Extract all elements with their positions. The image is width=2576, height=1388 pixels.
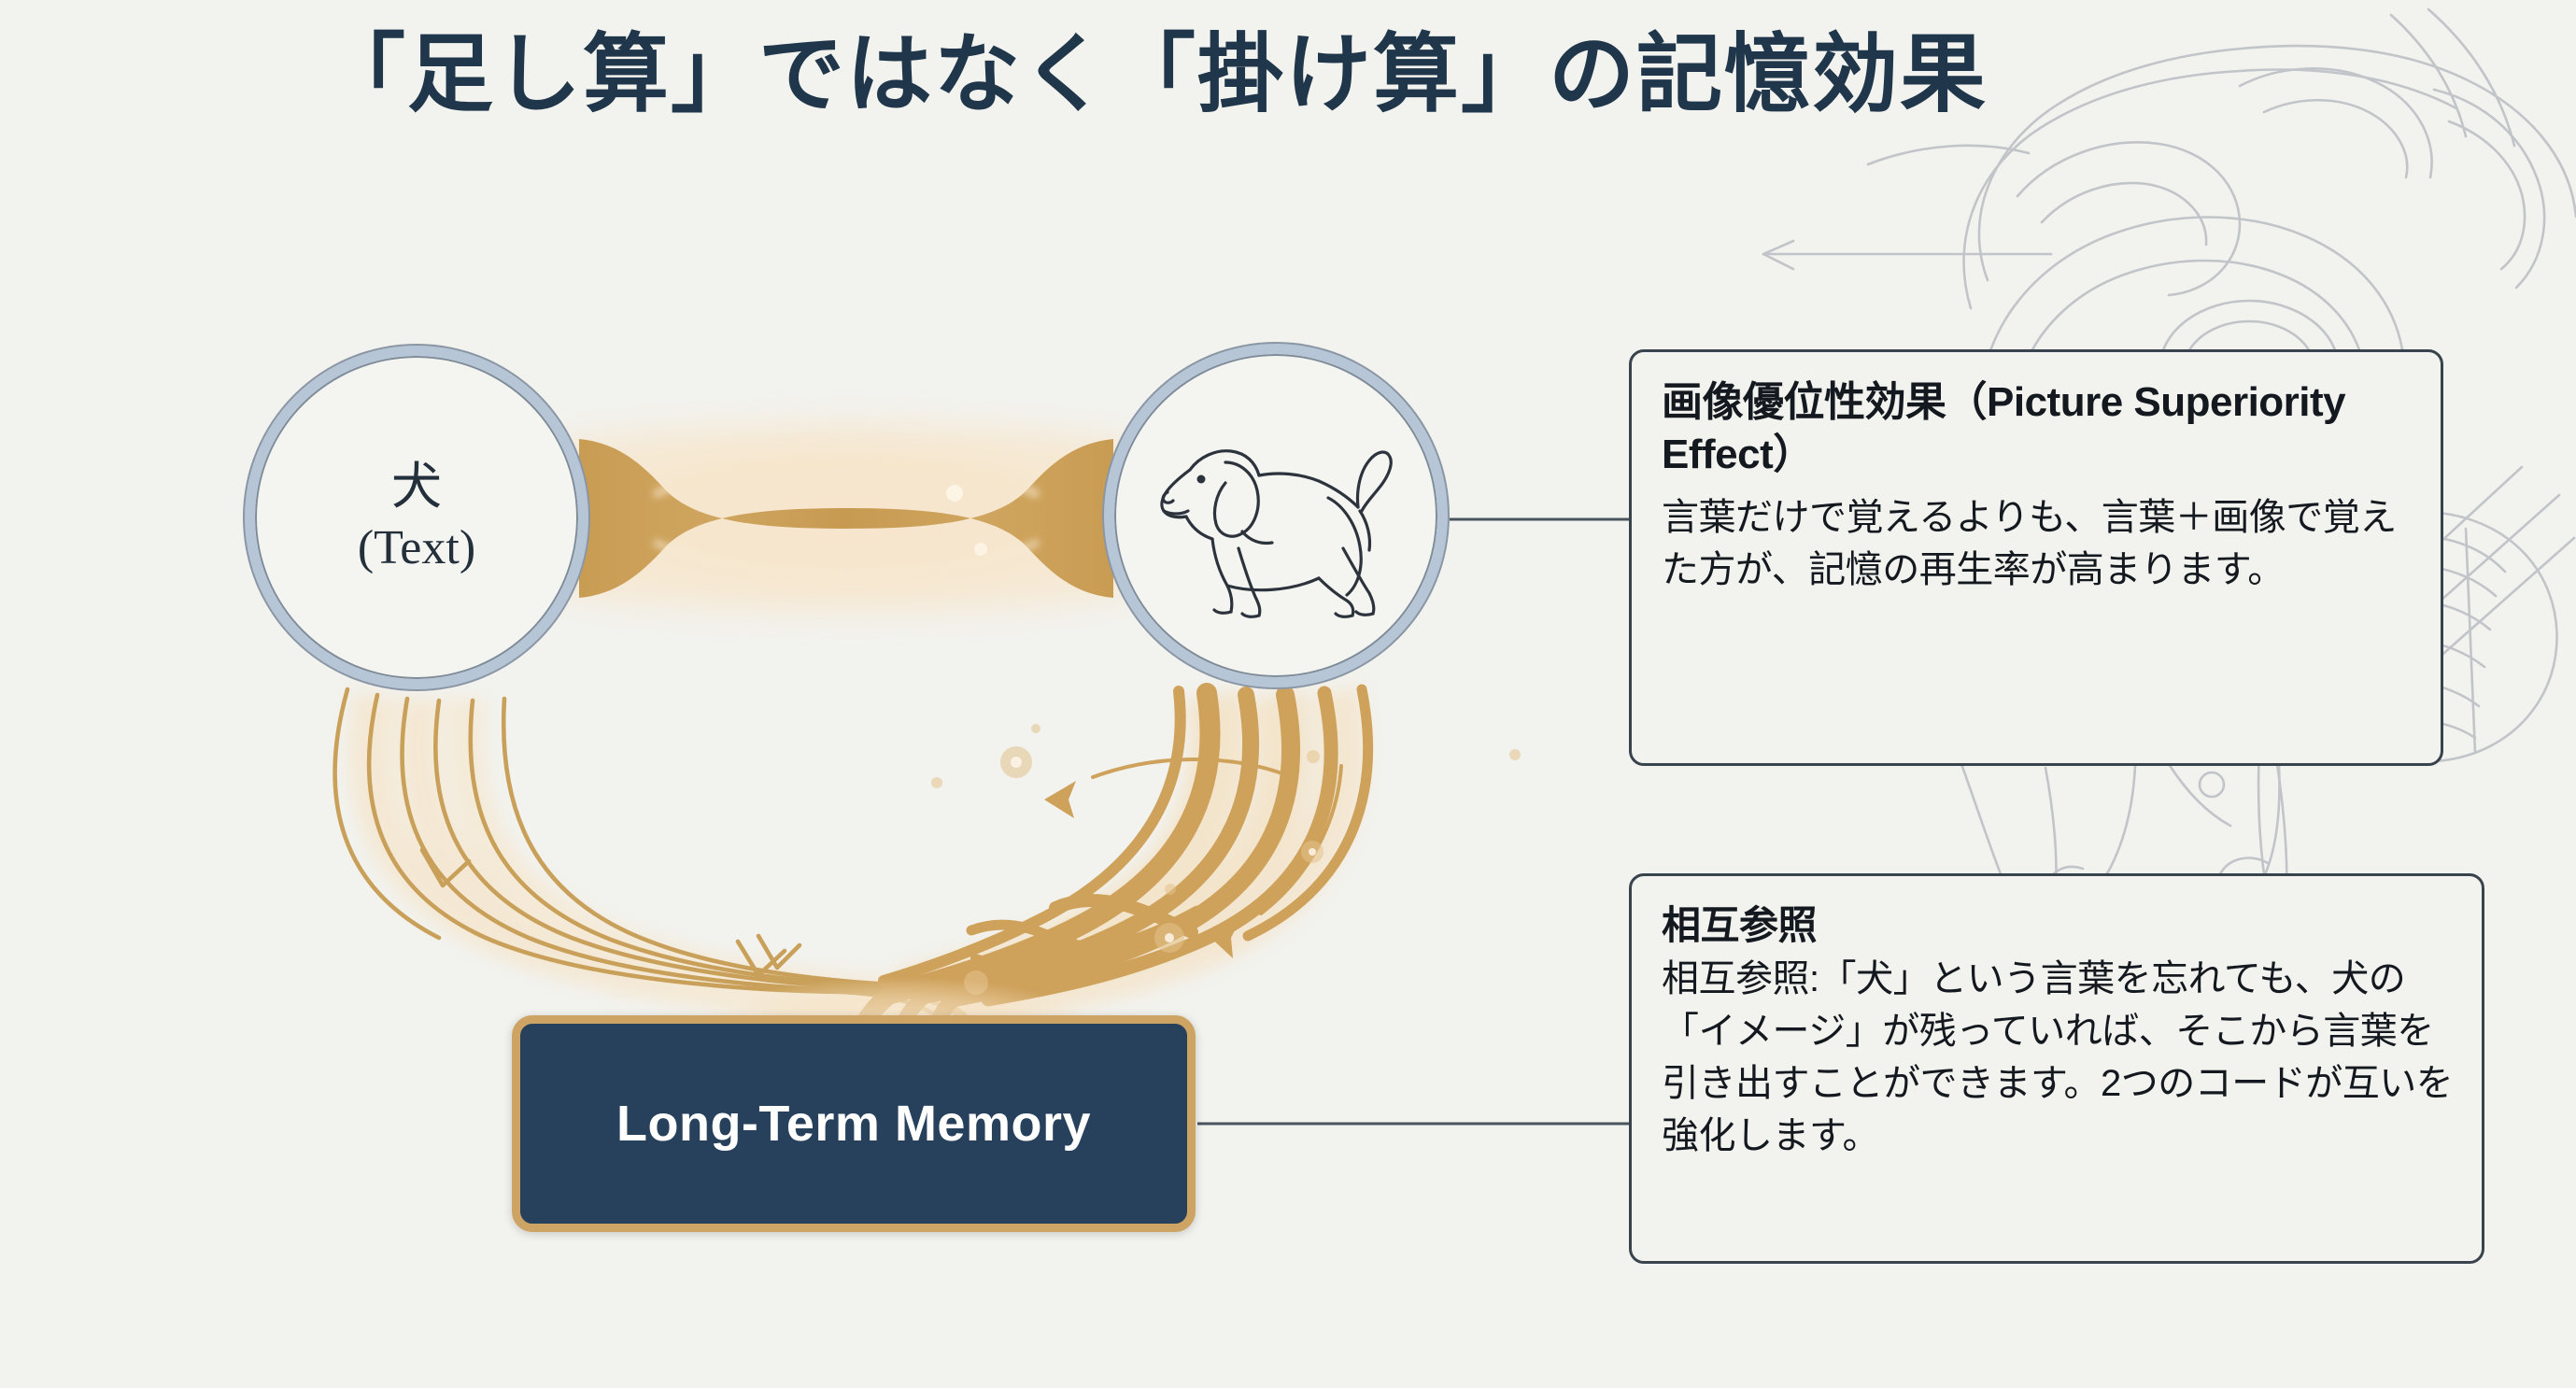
text-node-word: 犬 — [391, 459, 442, 516]
text-code-circle[interactable]: 犬 (Text) — [245, 346, 588, 689]
callout-picture-title: 画像優位性効果（Picture Superiority Effect） — [1662, 379, 2346, 478]
page-title: 「足し算」ではなく「掛け算」の記憶効果 — [318, 27, 1988, 122]
callout-cross-reference-title: 相互参照 — [1662, 903, 1818, 947]
callout-picture-body: 言葉だけで覚えるよりも、言葉＋画像で覚えた方が、記憶の再生率が高まります。 — [1662, 496, 2397, 590]
callout-picture-superiority[interactable]: 画像優位性効果（Picture Superiority Effect） 言葉だけ… — [1629, 349, 2443, 766]
long-term-memory-label: Long-Term Memory — [616, 1096, 1092, 1152]
image-code-circle[interactable] — [1104, 344, 1448, 687]
dog-illustration-icon — [1160, 449, 1393, 618]
text-node-caption: (Text) — [357, 521, 476, 575]
callout-cross-reference[interactable]: 相互参照 相互参照:「犬」という言葉を忘れても、犬の「イメージ」が残っていれば、… — [1629, 873, 2484, 1264]
callout-cross-reference-body: 相互参照:「犬」という言葉を忘れても、犬の「イメージ」が残っていれば、そこから言… — [1662, 957, 2454, 1156]
long-term-memory-box[interactable]: Long-Term Memory — [512, 1015, 1196, 1232]
